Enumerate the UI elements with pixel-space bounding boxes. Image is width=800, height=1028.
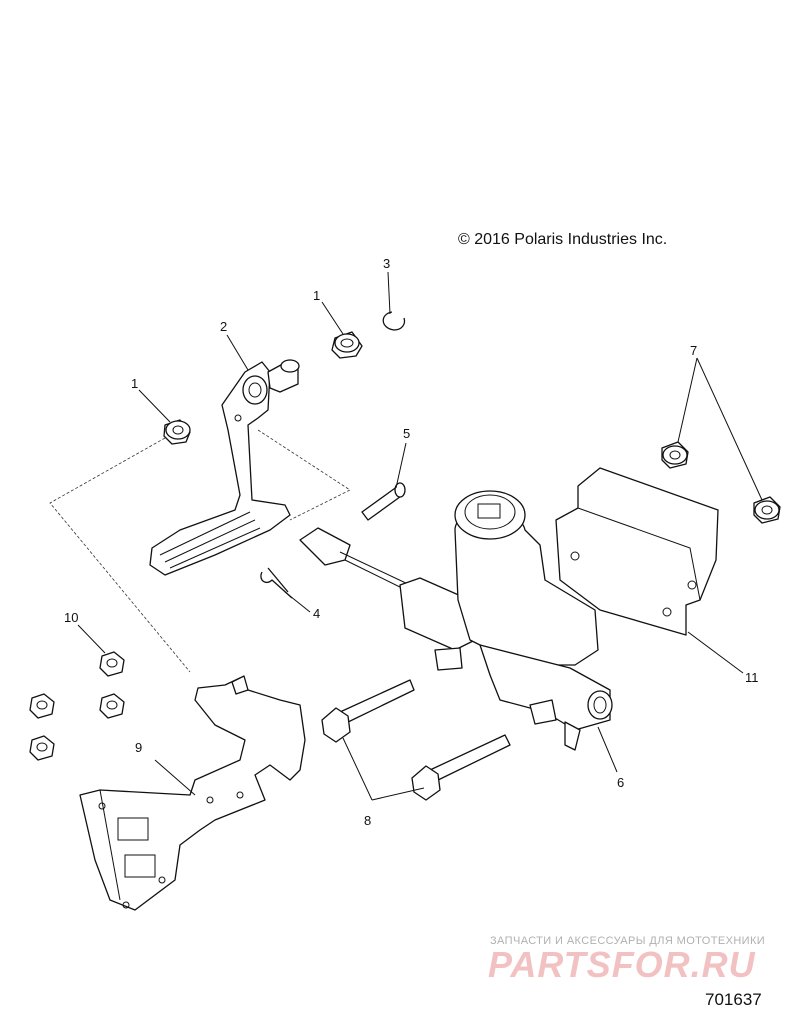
mounting-bolt-lower [411,734,511,801]
callout-11: 11 [745,670,759,685]
hex-nut-1 [99,651,125,677]
callout-labels: 1 1 2 3 4 5 6 7 8 9 10 11 [64,256,759,828]
bushing-left [163,419,191,445]
clevis-pin [361,482,406,521]
hex-nut-3 [99,693,125,719]
callout-8: 8 [364,813,371,828]
hex-nut-4 [29,735,55,761]
callout-7: 7 [690,343,697,358]
callout-1-left: 1 [131,376,138,391]
diagram-id: 701637 [705,990,762,1009]
callout-5: 5 [403,426,410,441]
bushing-upper [331,331,363,359]
flange-nut-upper [661,441,689,469]
retaining-clip [382,311,406,331]
leader-lines [77,271,763,801]
watermark-logo: PARTSFOR.RU [488,944,756,985]
master-cylinder [299,490,613,751]
hex-nut-2 [29,693,55,719]
callout-9: 9 [135,740,142,755]
callout-1-upper: 1 [313,288,320,303]
callout-10: 10 [64,610,78,625]
copyright-notice: © 2016 Polaris Industries Inc. [458,231,668,248]
brake-pedal [149,359,300,576]
callout-3: 3 [383,256,390,271]
mounting-bolt-upper [321,679,415,743]
assembly-lines [49,429,351,673]
pedal-mount-bracket [79,675,306,911]
flange-nut-lower [753,496,781,524]
callout-4: 4 [313,606,320,621]
watermark-tagline: ЗАПЧАСТИ И АКСЕССУАРЫ ДЛЯ МОТОТЕХНИКИ [490,935,766,947]
reservoir-bracket [555,467,719,636]
callout-6: 6 [617,775,624,790]
callout-2: 2 [220,319,227,334]
cotter-pin [260,567,293,599]
